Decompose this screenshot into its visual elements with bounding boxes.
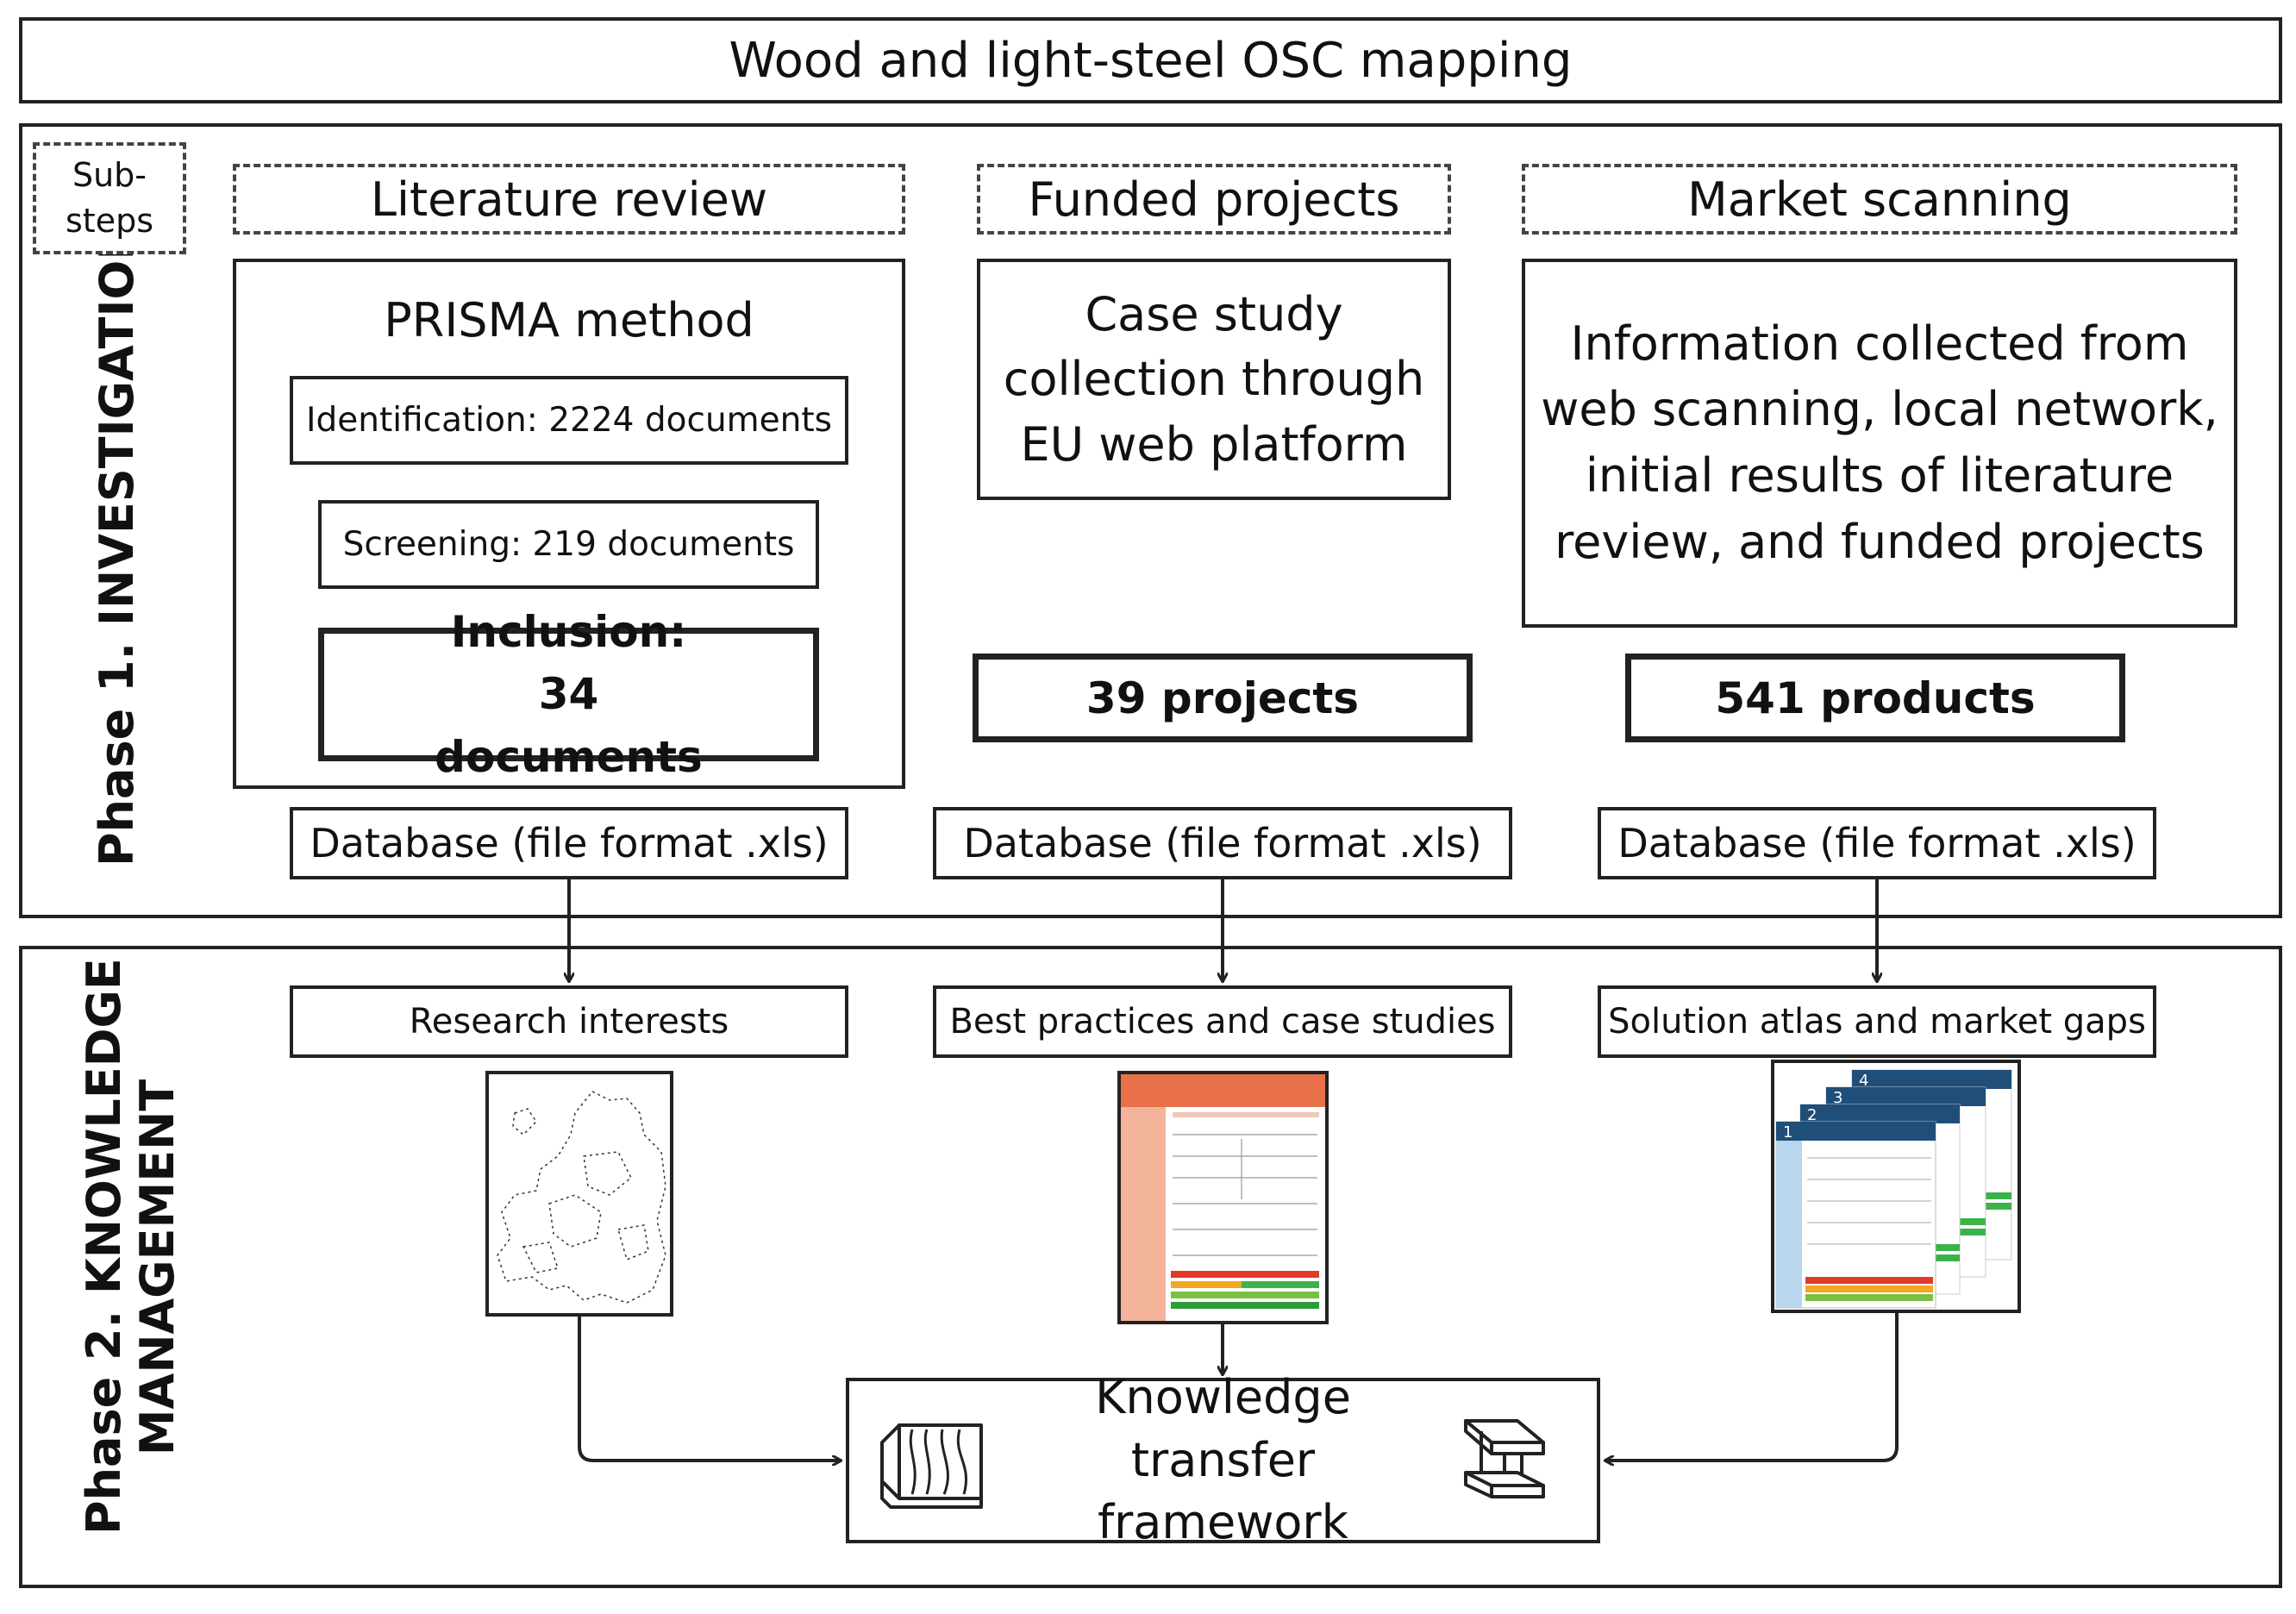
atlas-sheets-icon: 4 3 2 1 xyxy=(1775,1069,2012,1309)
output-research-interests: Research interests xyxy=(290,985,848,1058)
output-solution-atlas: Solution atlas and market gaps xyxy=(1598,985,2156,1058)
substeps-label: Sub-steps xyxy=(66,155,153,240)
knowledge-transfer-label: Knowledge transfer framework xyxy=(1095,1369,1351,1550)
substeps-box: Sub-steps xyxy=(33,142,186,254)
case-study-sheet-icon xyxy=(1121,1074,1325,1321)
header-market-scanning: Market scanning xyxy=(1522,164,2237,235)
wood-panel-icon xyxy=(880,1423,983,1509)
title-box: Wood and light-steel OSC mapping xyxy=(19,17,2282,103)
case-study-sheet-thumbnail xyxy=(1117,1071,1329,1324)
case-study-box: Case study collection through EU web pla… xyxy=(977,259,1451,500)
europe-map-thumbnail xyxy=(485,1071,673,1317)
arrow-atlas-to-framework xyxy=(1605,1313,1899,1461)
output-best-practices: Best practices and case studies xyxy=(933,985,1512,1058)
atlas-sheet-2-number: 2 xyxy=(1807,1106,1817,1124)
database-literature: Database (file format .xls) xyxy=(290,807,848,879)
products-count-box: 541 products xyxy=(1625,654,2125,742)
database-funded: Database (file format .xls) xyxy=(933,807,1512,879)
header-funded-projects: Funded projects xyxy=(977,164,1451,235)
market-info-box: Information collected from web scanning,… xyxy=(1522,259,2237,628)
identification-box: Identification: 2224 documents xyxy=(290,376,848,465)
inclusion-box: Inclusion: 34 documents xyxy=(318,607,819,782)
atlas-sheets-thumbnail: 4 3 2 1 xyxy=(1771,1060,2021,1313)
europe-map-icon xyxy=(497,1091,666,1304)
header-literature-review: Literature review xyxy=(233,164,905,235)
atlas-sheet-1-number: 1 xyxy=(1783,1123,1792,1142)
title: Wood and light-steel OSC mapping xyxy=(729,32,1573,89)
steel-beam-icon xyxy=(1464,1419,1545,1498)
database-market: Database (file format .xls) xyxy=(1598,807,2156,879)
atlas-sheet-3-number: 3 xyxy=(1833,1089,1842,1107)
arrow-map-to-framework xyxy=(578,1317,841,1461)
projects-count-box: 39 projects xyxy=(973,654,1473,742)
prisma-method-label: PRISMA method xyxy=(384,293,754,347)
screening-box: Screening: 219 documents xyxy=(318,500,819,589)
atlas-sheet-4-number: 4 xyxy=(1859,1072,1868,1090)
